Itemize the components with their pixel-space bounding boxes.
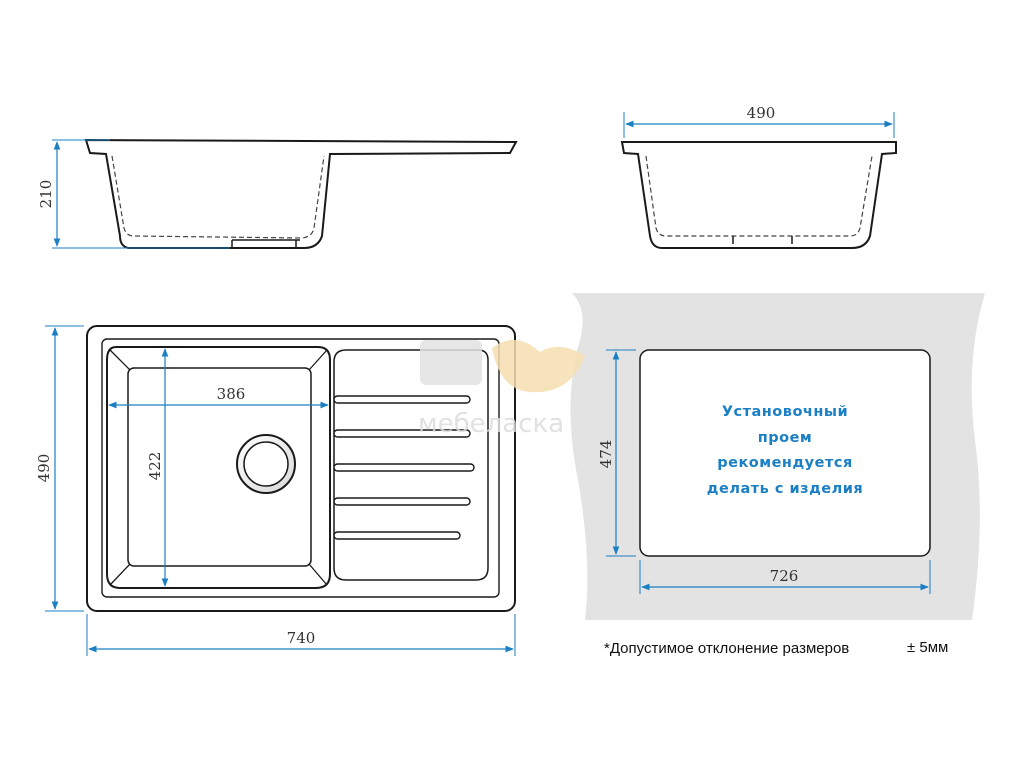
drainboard bbox=[333, 349, 489, 581]
watermark: мебеласка bbox=[418, 339, 585, 439]
front-view-hidden-line bbox=[645, 155, 873, 237]
tolerance-note-value: ± 5мм bbox=[907, 639, 948, 656]
front-view: 490 bbox=[620, 104, 897, 249]
sink-inner-rim bbox=[101, 338, 500, 598]
front-view-drain-outlet bbox=[732, 236, 793, 244]
side-view: 210 bbox=[37, 138, 518, 249]
height-label: 210 bbox=[37, 180, 55, 209]
drain-icon bbox=[236, 434, 296, 494]
overall-depth-label: 490 bbox=[35, 454, 53, 483]
cutout-text-line-4: делать с изделия bbox=[707, 481, 863, 497]
watermark-text: мебеласка bbox=[418, 409, 564, 439]
bowl-depth-label: 422 bbox=[146, 452, 164, 481]
side-view-hidden-line bbox=[111, 155, 325, 239]
sink-bowl bbox=[106, 346, 331, 589]
side-view-outline bbox=[84, 138, 518, 249]
bowl-width-label: 386 bbox=[217, 385, 246, 403]
cutout-text-line-2: проем bbox=[758, 430, 813, 446]
top-view: мебеласка 490 740 386 422 bbox=[35, 325, 585, 656]
tolerance-note: *Допустимое отклонение размеров ± 5мм bbox=[604, 639, 948, 657]
cutout-panel: Установочный проем рекомендуется делать … bbox=[570, 293, 985, 620]
tolerance-note-text: *Допустимое отклонение размеров bbox=[604, 640, 849, 657]
overall-width-label: 740 bbox=[287, 629, 316, 647]
side-view-drain-outlet bbox=[231, 239, 300, 248]
cutout-width-label: 726 bbox=[770, 567, 799, 585]
front-view-outline bbox=[620, 141, 897, 249]
cutout-text-line-3: рекомендуется bbox=[717, 455, 853, 471]
cutout-depth-label: 474 bbox=[597, 440, 615, 469]
cutout-opening bbox=[639, 349, 931, 557]
drainboard-grooves bbox=[333, 395, 475, 540]
width-label: 490 bbox=[747, 104, 776, 122]
cutout-text-line-1: Установочный bbox=[722, 404, 848, 420]
